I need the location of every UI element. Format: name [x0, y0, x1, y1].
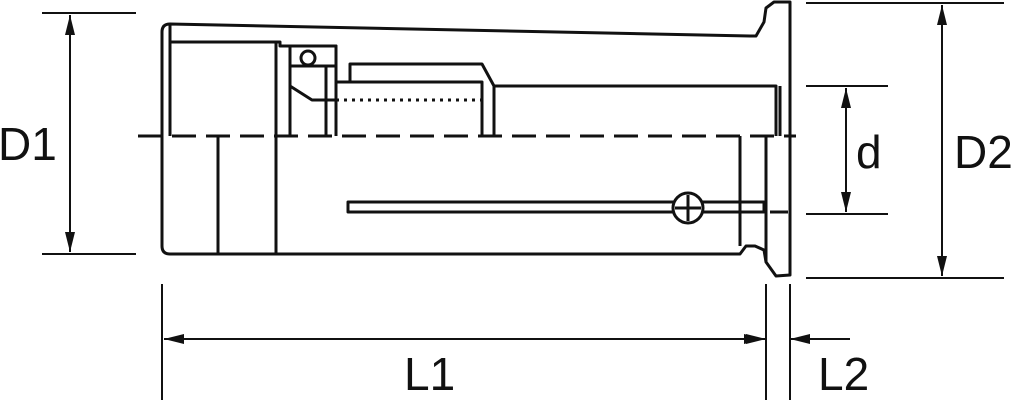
inner-bore-step: [170, 40, 338, 136]
label-l1: L1: [404, 348, 455, 400]
label-d1: D1: [0, 118, 57, 170]
cross-screw-icon: [671, 191, 705, 225]
slit-slot: [346, 200, 766, 214]
screw-hole-icon: [299, 49, 317, 67]
label-d: d: [856, 126, 882, 178]
bore-upper-line: [494, 84, 778, 136]
groove-inner-line: [350, 80, 484, 136]
body-outline: [160, 0, 792, 278]
screw-pocket: [288, 44, 338, 68]
label-d2: D2: [954, 126, 1013, 178]
groove-upper: [336, 62, 496, 136]
label-l2: L2: [818, 348, 869, 400]
collet-body: [160, 0, 792, 278]
